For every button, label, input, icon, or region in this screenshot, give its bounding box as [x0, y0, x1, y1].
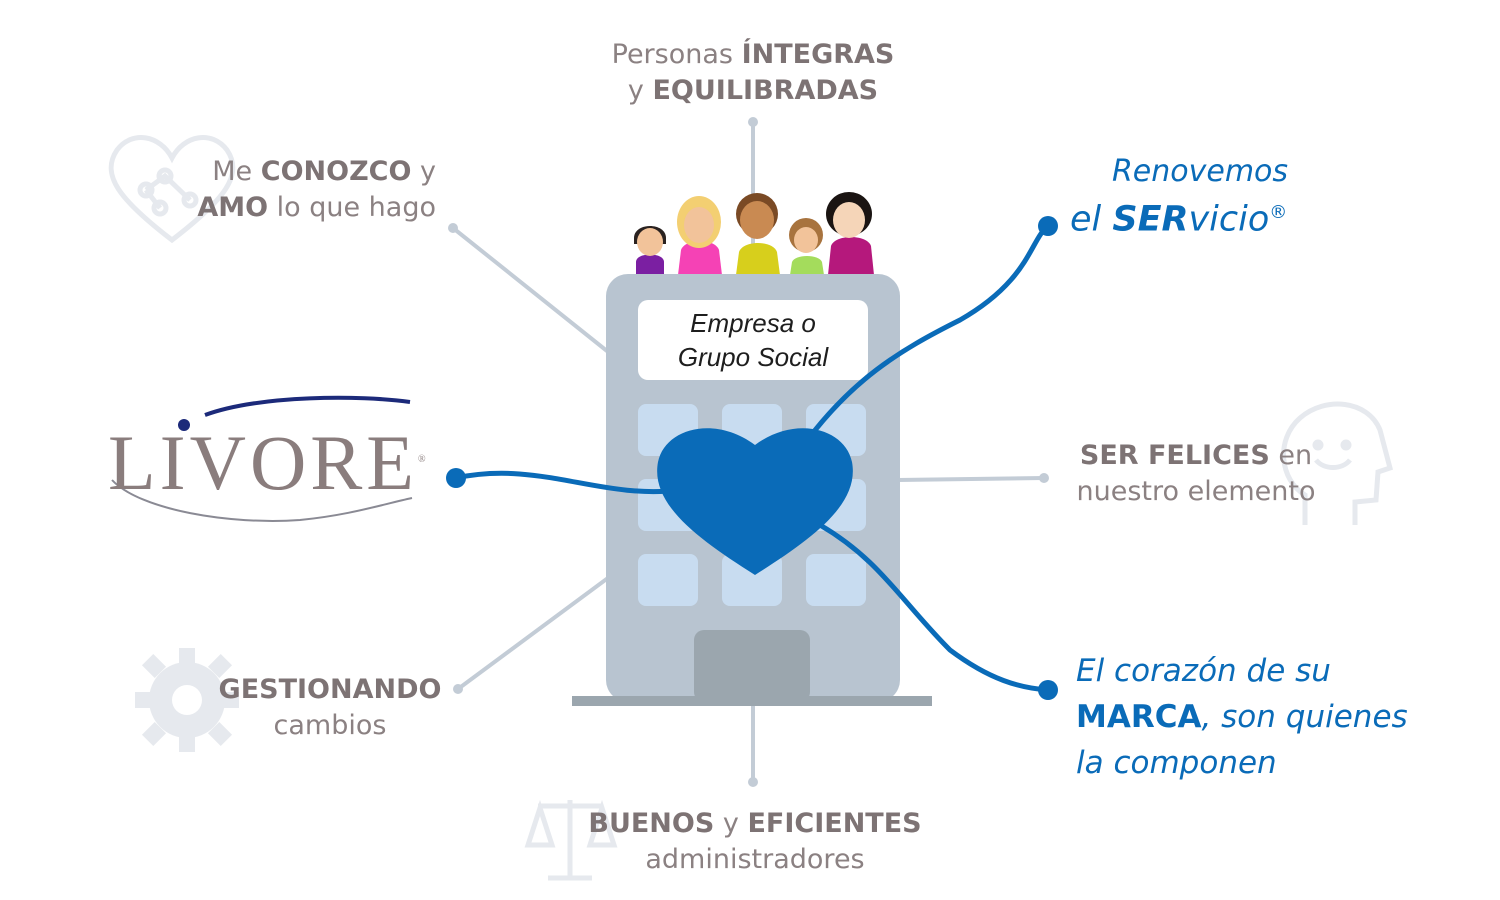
top-left-line1-b: y [411, 156, 436, 187]
right-line1-regular: en [1269, 440, 1313, 471]
people-group [634, 192, 874, 275]
bottom-line1-regular: y [714, 808, 748, 839]
connector-top-left [451, 226, 614, 357]
livore-logo: LIVORE® [108, 418, 426, 508]
label-bottom: BUENOS y EFICIENTES administradores [570, 806, 940, 878]
connector-dot-bottom-right [1038, 680, 1058, 700]
top-left-line2-bold: AMO [197, 192, 269, 223]
connector-dot-top [748, 117, 758, 127]
sign-line-2: Grupo Social [677, 342, 829, 372]
connector-right [896, 476, 1046, 482]
top-line1-bold: ÍNTEGRAS [741, 39, 895, 70]
top-line1-regular: Personas [611, 39, 742, 70]
connector-dot-top-right [1038, 216, 1058, 236]
heart-icon [657, 428, 853, 575]
livore-logo-mark: ® [417, 454, 426, 465]
connector-blue-top-right [797, 223, 1051, 453]
label-right: SER FELICES en nuestro elemento [1060, 438, 1332, 510]
gear-icon [135, 648, 239, 752]
sign-box [638, 300, 868, 380]
connector-blue-left [453, 470, 683, 495]
top-right-line2-bold: SER [1112, 199, 1189, 240]
person-3 [736, 193, 780, 275]
connector-dot-bottom [748, 777, 758, 787]
top-right-line2-tail: vicio [1188, 199, 1270, 240]
center-sign: Empresa o Grupo Social [640, 302, 866, 380]
top-right-line2-mark: ® [1269, 202, 1288, 223]
bottom-left-line1-bold: GESTIONANDO [218, 674, 442, 705]
smiling-head-icon [1281, 401, 1394, 525]
top-left-line1-bold: CONOZCO [260, 156, 412, 187]
top-line2-bold: EQUILIBRADAS [652, 75, 879, 106]
bottom-line1-bold-b: EFICIENTES [747, 808, 922, 839]
heart-network-icon [108, 135, 236, 244]
bottom-left-line2: cambios [273, 710, 387, 741]
bottom-line1-bold-a: BUENOS [588, 808, 715, 839]
person-1 [634, 226, 666, 275]
building-base [572, 696, 932, 706]
connector-dot-right [1039, 473, 1049, 483]
blue-connectors [453, 223, 1051, 693]
top-right-line2-italic: el [1070, 199, 1113, 240]
label-top-right: Renovemos el SERvicio® [1070, 152, 1310, 241]
bottom-line2: administradores [645, 844, 865, 875]
top-line2-regular: y [627, 75, 653, 106]
label-top-left: Me CONOZCO y AMO lo que hago [140, 154, 436, 226]
right-line2: nuestro elemento [1076, 476, 1316, 507]
top-right-line1: Renovemos [1111, 154, 1289, 189]
label-top: Personas ÍNTEGRAS y EQUILIBRADAS [580, 37, 926, 109]
person-2 [677, 196, 722, 275]
top-left-line1-a: Me [212, 156, 261, 187]
connector-dot-top-left [448, 223, 458, 233]
connector-bottom-left [456, 573, 614, 691]
label-bottom-left: GESTIONANDO cambios [200, 672, 460, 744]
building-door [694, 630, 810, 702]
connector-dot-bottom-left [453, 684, 463, 694]
bottom-right-line1: El corazón de su [1076, 653, 1331, 689]
label-bottom-right: El corazón de su MARCA, son quienes la c… [1076, 648, 1476, 786]
scales-icon [524, 799, 618, 881]
bottom-right-line2-bold: MARCA [1076, 699, 1202, 735]
top-left-line2-regular: lo que hago [268, 192, 436, 223]
person-4 [789, 218, 824, 275]
connector-dot-left [446, 468, 466, 488]
connector-blue-bottom-right [817, 522, 1051, 693]
bottom-right-line2-italic: , son quienes [1201, 699, 1408, 735]
person-5 [826, 192, 874, 275]
right-line1-bold: SER FELICES [1079, 440, 1270, 471]
sign-line-1: Empresa o [690, 308, 816, 338]
bottom-right-line3: la componen [1076, 745, 1277, 781]
livore-logo-text: LIVORE [108, 419, 418, 506]
livore-logo-swoosh [111, 395, 413, 522]
